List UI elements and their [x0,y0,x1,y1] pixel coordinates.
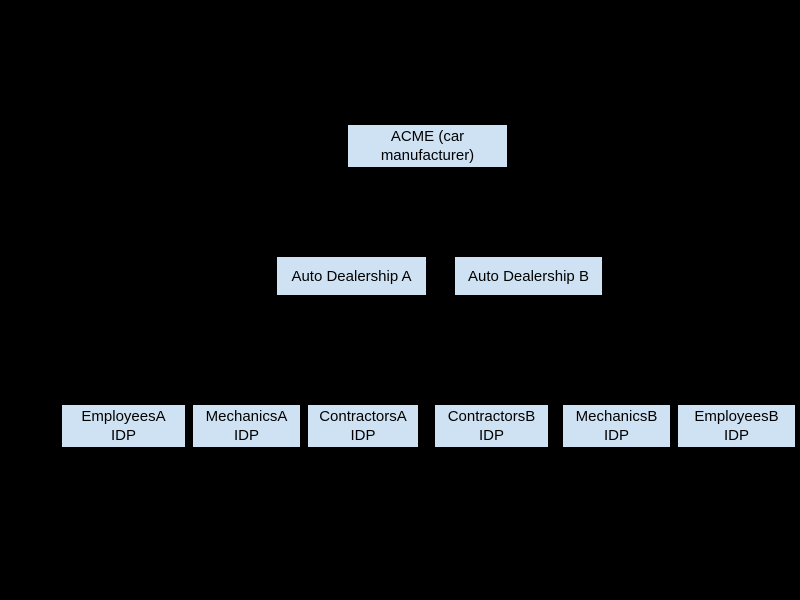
node-auto-dealership-b: Auto Dealership B [455,257,602,295]
node-acme: ACME (car manufacturer) [348,125,507,167]
node-contractors-b-idp: ContractorsB IDP [435,405,548,447]
node-employees-a-idp: EmployeesA IDP [62,405,185,447]
node-auto-dealership-a: Auto Dealership A [277,257,426,295]
node-mechanics-a-idp: MechanicsA IDP [193,405,300,447]
node-employees-b-idp: EmployeesB IDP [678,405,795,447]
node-contractors-a-idp: ContractorsA IDP [308,405,418,447]
node-mechanics-b-idp: MechanicsB IDP [563,405,670,447]
